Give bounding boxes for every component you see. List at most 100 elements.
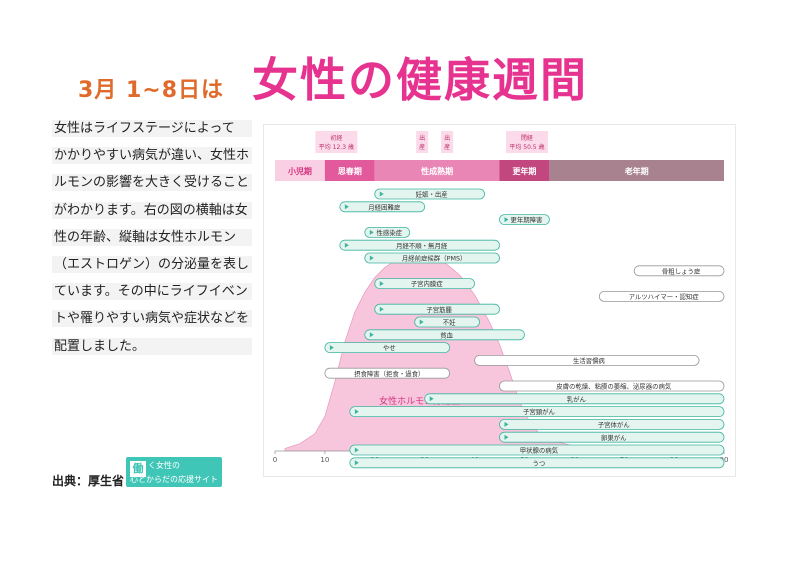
arrow-icon bbox=[379, 191, 384, 197]
condition-label: 乳がん bbox=[567, 394, 587, 403]
chart-panel: 女性ホルモン分泌量0102030405060708090初経平均 12.3 歳出… bbox=[263, 124, 736, 477]
condition-bar bbox=[324, 342, 451, 354]
logo-mark: 働 bbox=[130, 461, 146, 477]
event-marker-detail: 産 bbox=[444, 143, 450, 151]
logo-text-line1: く女性の bbox=[148, 461, 180, 470]
life-stage-label: 思春期 bbox=[338, 166, 362, 176]
life-stage-label: 老年期 bbox=[624, 166, 649, 176]
condition-bar bbox=[349, 444, 725, 456]
condition-label: 皮膚の乾燥、粘膜の萎縮、泌尿器の病気 bbox=[556, 382, 672, 391]
arrow-icon bbox=[344, 204, 349, 210]
arrow-icon bbox=[344, 242, 349, 248]
arrow-icon bbox=[329, 345, 334, 351]
event-marker-detail: 産 bbox=[419, 143, 425, 151]
event-marker-label: 出 bbox=[444, 134, 450, 142]
arrow-icon bbox=[504, 421, 509, 427]
condition-bar bbox=[499, 418, 725, 430]
life-stage-band bbox=[324, 160, 375, 181]
condition-label: アルツハイマー・認知症 bbox=[629, 292, 700, 301]
arrow-icon bbox=[369, 229, 374, 235]
arrow-icon bbox=[379, 306, 384, 312]
life-stage-band bbox=[374, 160, 500, 181]
life-stage-label: 更年期 bbox=[512, 166, 536, 176]
condition-label: 不妊 bbox=[443, 318, 456, 327]
condition-label: 妊娠・出産 bbox=[416, 190, 448, 199]
life-stage-label: 性成熟期 bbox=[421, 166, 453, 176]
description-line: トや罹りやすい病気や症状などを bbox=[52, 310, 252, 328]
arrow-icon bbox=[504, 217, 509, 223]
condition-bar bbox=[598, 290, 725, 302]
description-line: ています。その中にライフイベン bbox=[52, 283, 252, 301]
condition-bar bbox=[364, 227, 411, 238]
condition-bar bbox=[324, 367, 451, 379]
condition-label: 更年期障害 bbox=[510, 215, 542, 224]
arrow-icon bbox=[354, 447, 359, 453]
condition-bar bbox=[424, 393, 725, 405]
condition-bar bbox=[474, 354, 700, 366]
condition-bar bbox=[374, 303, 500, 315]
arrow-icon bbox=[369, 332, 374, 338]
description-line: かかりやすい病気が違い、女性ホ bbox=[52, 147, 252, 165]
x-tick-label: 90 bbox=[720, 456, 729, 464]
condition-label: 子宮体がん bbox=[598, 420, 631, 429]
description-line: 性の年齢、縦軸は女性ホルモン bbox=[52, 228, 252, 246]
event-marker-detail: 平均 12.3 歳 bbox=[319, 143, 354, 151]
subtitle-dates: 3月 1~8日は bbox=[78, 78, 225, 103]
event-marker-box bbox=[505, 131, 548, 153]
condition-bar bbox=[374, 278, 475, 290]
life-stage-band bbox=[499, 160, 550, 181]
condition-bar bbox=[339, 239, 500, 251]
arrow-icon bbox=[354, 460, 359, 466]
description-line: （エストロゲン）の分泌量を表し bbox=[52, 255, 252, 273]
condition-bar bbox=[349, 406, 725, 418]
event-marker-label: 出 bbox=[419, 134, 425, 142]
condition-bar bbox=[364, 252, 500, 264]
condition-bar bbox=[374, 188, 485, 200]
condition-label: 子宮筋腫 bbox=[426, 305, 452, 314]
condition-label: 摂食障害（拒食・過食） bbox=[354, 369, 424, 378]
arrow-icon bbox=[369, 255, 374, 261]
logo-text-line2: 心とからだの応援サイト bbox=[130, 475, 218, 484]
event-marker-detail: 平均 50.5 歳 bbox=[509, 143, 544, 151]
event-marker-box bbox=[441, 131, 454, 153]
description-line: 配置しました。 bbox=[52, 337, 252, 355]
condition-label: 月経不順・無月経 bbox=[396, 241, 448, 250]
condition-label: やせ bbox=[383, 344, 396, 352]
page-title: 女性の健康週間 bbox=[252, 53, 588, 107]
condition-label: 子宮内膜症 bbox=[411, 279, 444, 288]
life-stage-label: 小児期 bbox=[287, 166, 312, 176]
life-stage-band bbox=[275, 160, 325, 181]
source-label: 出典：厚生省 bbox=[52, 474, 125, 488]
condition-label: 骨粗しょう症 bbox=[662, 266, 701, 275]
condition-bar bbox=[499, 214, 550, 225]
x-tick-label: 10 bbox=[320, 456, 329, 464]
description-line: 女性はライフステージによって bbox=[52, 120, 252, 137]
condition-bar bbox=[499, 380, 725, 392]
x-tick-label: 0 bbox=[273, 456, 277, 464]
condition-label: 月経困難症 bbox=[368, 202, 401, 211]
arrow-icon bbox=[379, 281, 384, 287]
life-stage-band bbox=[549, 160, 724, 181]
description-line: ルモンの影響を大きく受けること bbox=[52, 174, 252, 192]
life-stage-chart: 女性ホルモン分泌量0102030405060708090初経平均 12.3 歳出… bbox=[273, 131, 729, 469]
arrow-icon bbox=[419, 319, 424, 325]
condition-bar bbox=[364, 329, 525, 341]
condition-bar bbox=[339, 201, 426, 213]
arrow-icon bbox=[354, 409, 359, 415]
arrow-icon bbox=[429, 396, 434, 402]
description-text: 女性はライフステージによって かかりやすい病気が違い、女性ホ ルモンの影響を大き… bbox=[52, 120, 252, 365]
event-marker-box bbox=[416, 131, 429, 153]
condition-bar bbox=[414, 316, 480, 328]
condition-label: 性感染症 bbox=[376, 228, 402, 237]
condition-bar bbox=[633, 265, 725, 277]
source-logo[interactable]: 働 く女性の 心とからだの応援サイト bbox=[126, 457, 222, 487]
condition-label: 卵巣がん bbox=[601, 433, 627, 442]
condition-label: 月経前症候群（PMS） bbox=[402, 254, 467, 263]
condition-label: うつ bbox=[533, 459, 546, 467]
condition-bar bbox=[349, 457, 725, 469]
event-marker-box bbox=[315, 131, 358, 153]
condition-bar bbox=[499, 431, 725, 443]
condition-label: 甲状腺の病気 bbox=[520, 446, 559, 455]
condition-label: 子宮頸がん bbox=[523, 407, 556, 416]
arrow-icon bbox=[504, 434, 509, 440]
